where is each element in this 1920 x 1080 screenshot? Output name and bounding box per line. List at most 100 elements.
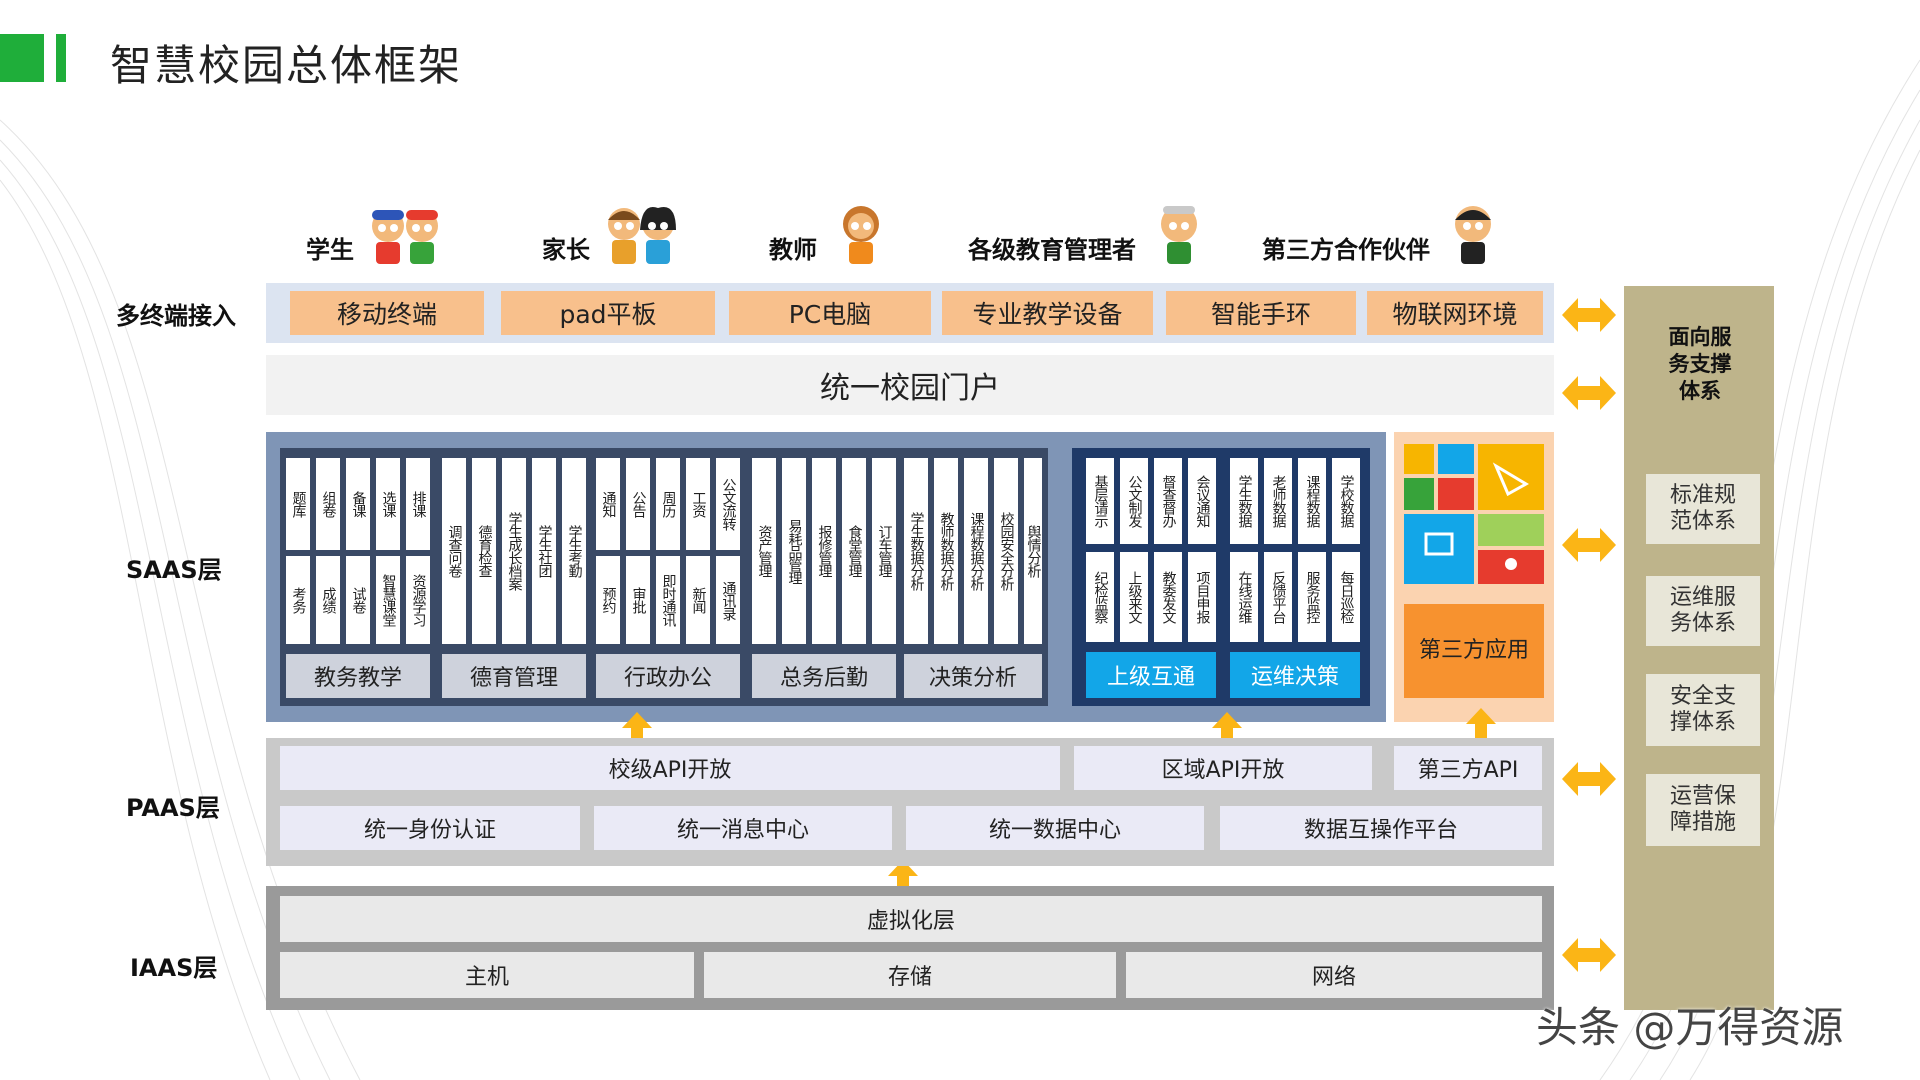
paas-data-center[interactable]: 统一数据中心	[906, 806, 1204, 850]
app-cell[interactable]: 基层请示	[1086, 458, 1114, 544]
role-label-teacher: 教师	[769, 236, 817, 264]
app-cell[interactable]: 智慧课堂	[376, 556, 400, 644]
arrow-up-icon	[1212, 712, 1242, 742]
app-cell[interactable]: 食堂管理	[842, 458, 866, 644]
app-cell[interactable]: 舆情分析	[1024, 458, 1042, 644]
app-cell[interactable]: 通讯录	[716, 556, 740, 644]
app-cell[interactable]: 学生社团	[532, 458, 556, 644]
device-teaching-equipment: 专业教学设备	[942, 291, 1153, 335]
app-cell[interactable]: 课程数据分析	[964, 458, 988, 644]
app-cell[interactable]: 调查问卷	[442, 458, 466, 644]
app-cell[interactable]: 订车管理	[872, 458, 896, 644]
app-cell[interactable]: 备课	[346, 458, 370, 550]
paas-region-api[interactable]: 区域API开放	[1074, 746, 1372, 790]
app-cell[interactable]: 新闻	[686, 556, 710, 644]
role-label-partner: 第三方合作伙伴	[1262, 236, 1430, 264]
app-cell[interactable]: 通知	[596, 458, 620, 550]
app-cell[interactable]: 公告	[626, 458, 650, 550]
side-item-ops-service[interactable]: 运维服务体系	[1646, 576, 1760, 646]
iaas-storage[interactable]: 存储	[704, 952, 1116, 998]
app-cell[interactable]: 老师数据	[1264, 458, 1292, 544]
app-cell[interactable]: 题库	[286, 458, 310, 550]
layer-label-terminal: 多终端接入	[116, 302, 236, 330]
app-cell[interactable]: 公文流转	[716, 458, 740, 550]
app-cell[interactable]: 成绩	[316, 556, 340, 644]
arrow-up-icon	[1466, 708, 1496, 742]
side-item-operations[interactable]: 运营保障措施	[1646, 774, 1760, 846]
app-cell[interactable]: 排课	[406, 458, 430, 550]
app-cell[interactable]: 项目申报	[1188, 552, 1216, 642]
third-party-app[interactable]: 第三方应用	[1404, 604, 1544, 698]
app-cell[interactable]: 课程数据	[1298, 458, 1326, 544]
app-cell[interactable]: 纪检监察	[1086, 552, 1114, 642]
app-cell[interactable]: 督查督办	[1154, 458, 1182, 544]
category-label[interactable]: 总务后勤	[752, 654, 896, 698]
app-cell[interactable]: 资源学习	[406, 556, 430, 644]
app-cell[interactable]: 工资	[686, 458, 710, 550]
header-accent-stripe	[56, 34, 66, 82]
app-cell[interactable]: 反馈平台	[1264, 552, 1292, 642]
layer-label-iaas: IAAS层	[130, 954, 218, 982]
app-cell[interactable]: 每日巡检	[1332, 552, 1360, 642]
service-support-panel	[1624, 286, 1774, 1010]
device-iot: 物联网环境	[1367, 291, 1543, 335]
app-cell[interactable]: 组卷	[316, 458, 340, 550]
unified-portal: 统一校园门户	[266, 355, 1554, 415]
arrow-up-icon	[622, 712, 652, 742]
app-cell[interactable]: 周历	[656, 458, 680, 550]
region-category-label[interactable]: 运维决策	[1230, 652, 1360, 698]
app-cell[interactable]: 选课	[376, 458, 400, 550]
app-cell[interactable]: 上级来文	[1120, 552, 1148, 642]
device-pc: PC电脑	[729, 291, 931, 335]
region-category-label[interactable]: 上级互通	[1086, 652, 1216, 698]
app-cell[interactable]: 审批	[626, 556, 650, 644]
app-cell[interactable]: 学校数据	[1332, 458, 1360, 544]
category-label[interactable]: 决策分析	[904, 654, 1042, 698]
category-label[interactable]: 行政办公	[596, 654, 740, 698]
app-cell[interactable]: 公文制发	[1120, 458, 1148, 544]
app-cell[interactable]: 资产管理	[752, 458, 776, 644]
app-cell[interactable]: 学生数据	[1230, 458, 1258, 544]
side-item-standards[interactable]: 标准规范体系	[1646, 474, 1760, 544]
app-cell[interactable]: 考务	[286, 556, 310, 644]
role-label-parent: 家长	[542, 236, 590, 264]
service-support-title: 面向服务支撑体系	[1668, 324, 1732, 403]
app-cell[interactable]: 会议通知	[1188, 458, 1216, 544]
category-label[interactable]: 德育管理	[442, 654, 586, 698]
app-cell[interactable]: 教委发文	[1154, 552, 1182, 642]
device-pad: pad平板	[501, 291, 715, 335]
app-cell[interactable]: 易耗品管理	[782, 458, 806, 644]
student-avatar-icon	[372, 210, 438, 264]
category-label[interactable]: 教务教学	[286, 654, 430, 698]
paas-third-party-api[interactable]: 第三方API	[1394, 746, 1542, 790]
double-arrow-icon	[1562, 528, 1616, 562]
app-cell[interactable]: 报修管理	[812, 458, 836, 644]
side-item-security[interactable]: 安全支撑体系	[1646, 674, 1760, 746]
app-cell[interactable]: 服务监控	[1298, 552, 1326, 642]
app-cell[interactable]: 试卷	[346, 556, 370, 644]
app-cell[interactable]: 学生成长档案	[502, 458, 526, 644]
paas-school-api[interactable]: 校级API开放	[280, 746, 1060, 790]
app-cell[interactable]: 学生数据分析	[904, 458, 928, 644]
arrow-up-icon	[888, 860, 918, 890]
iaas-virtualization[interactable]: 虚拟化层	[280, 896, 1542, 942]
app-cell[interactable]: 预约	[596, 556, 620, 644]
device-wristband: 智能手环	[1166, 291, 1356, 335]
app-cell[interactable]: 教师数据分析	[934, 458, 958, 644]
role-label-manager: 各级教育管理者	[968, 236, 1136, 264]
iaas-host[interactable]: 主机	[280, 952, 694, 998]
app-cell[interactable]: 学生考勤	[562, 458, 586, 644]
double-arrow-icon	[1562, 762, 1616, 796]
double-arrow-icon	[1562, 938, 1616, 972]
parent-avatar-icon	[608, 206, 676, 264]
paas-message-center[interactable]: 统一消息中心	[594, 806, 892, 850]
app-cell[interactable]: 校园安全分析	[994, 458, 1018, 644]
app-cell[interactable]: 即时通讯	[656, 556, 680, 644]
paas-identity[interactable]: 统一身份认证	[280, 806, 580, 850]
app-cell[interactable]: 德育检查	[472, 458, 496, 644]
iaas-network[interactable]: 网络	[1126, 952, 1542, 998]
app-cell[interactable]: 在线运维	[1230, 552, 1258, 642]
paas-interop-platform[interactable]: 数据互操作平台	[1220, 806, 1542, 850]
app-tiles-icon	[1404, 444, 1544, 584]
role-label-student: 学生	[306, 236, 354, 264]
